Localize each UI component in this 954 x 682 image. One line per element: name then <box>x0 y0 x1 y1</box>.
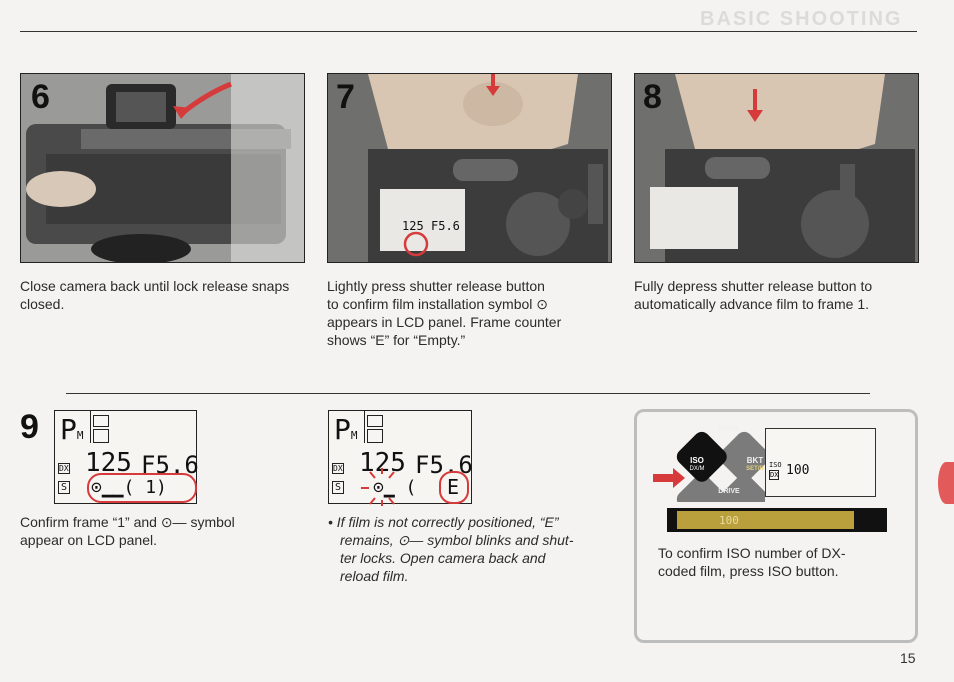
middle-rule <box>66 393 870 394</box>
viewfinder-strip: 100 <box>667 508 887 532</box>
lcd-divider <box>364 411 365 443</box>
viewfinder-display <box>677 511 854 529</box>
highlight-ring <box>87 473 197 503</box>
error-note: • If film is not correctly positioned, “… <box>328 513 618 585</box>
note-line: • If film is not correctly positioned, “… <box>328 514 559 530</box>
photo-step-6: 6 <box>20 73 305 263</box>
caption-step-8: Fully depress shutter release button to … <box>634 277 924 313</box>
shutter-press-illustration <box>328 74 611 262</box>
step-number-7: 7 <box>336 78 355 116</box>
chapter-tab <box>938 462 954 504</box>
iso-button-label: ISO <box>690 456 704 465</box>
bkt-button-sub: SET/R <box>746 466 764 472</box>
iso-button-sub: DX/M <box>689 466 705 472</box>
caption-line: Fully depress shutter release button to <box>634 278 873 294</box>
section-header: BASIC SHOOTING <box>700 8 903 30</box>
iso-lcd-panel: ISO DX 100 <box>765 428 876 497</box>
caption-step-6: Close camera back until lock release sna… <box>20 277 290 313</box>
step-number-9: 9 <box>20 408 39 446</box>
step-number-6: 6 <box>31 78 50 116</box>
lcd-mode: PM <box>60 413 84 446</box>
mode-button[interactable]: MODE <box>718 426 740 433</box>
lcd-s: S <box>58 481 71 494</box>
lcd-film-counter: ⊙▁ ( <box>373 477 417 498</box>
camera-back-illustration <box>21 74 304 262</box>
photo-step-8: 8 <box>634 73 919 263</box>
drive-button[interactable]: DRIVE <box>718 488 740 495</box>
page-number: 15 <box>900 650 916 666</box>
iso-panel: MODE ISO DX/M BKT SET/R DRIVE ISO DX 100… <box>634 409 918 643</box>
caption-line: to confirm film installation symbol ⊙ <box>327 296 549 312</box>
iso-button[interactable]: ISO DX/M <box>679 456 715 474</box>
lcd-panel-error: PM 125 F5.6 DX S ⊙▁ ( E <box>328 410 473 506</box>
note-line: reload film. <box>340 568 409 584</box>
iso-lcd-dx: DX <box>769 470 780 480</box>
step-number-8: 8 <box>643 78 662 116</box>
matrix-meter-icon <box>367 415 383 427</box>
lcd-dx: DX <box>332 463 344 474</box>
note-line: ter locks. Open camera back and <box>340 550 546 566</box>
caption-step-7: Lightly press shutter release button to … <box>327 277 607 349</box>
bkt-button[interactable]: BKT SET/R <box>737 456 773 474</box>
lcd-mode: PM <box>334 413 358 446</box>
caption-line: To confirm ISO number of DX- <box>658 545 846 561</box>
lcd-divider <box>90 411 91 443</box>
bkt-button-label: BKT <box>746 456 764 465</box>
top-rule <box>20 31 917 32</box>
lcd-s: S <box>332 481 345 494</box>
shutter-full-press-illustration <box>635 74 918 262</box>
caption-step-6-text: Close camera back until lock release sna… <box>20 278 290 312</box>
photo-step-7: 125 F5.6 7 <box>327 73 612 263</box>
small-lcd-shutter: 125 <box>402 219 424 233</box>
iso-lcd-label: ISO <box>769 461 782 469</box>
caption-line: shows “E” for “Empty.” <box>327 332 466 348</box>
caption-line: Confirm frame “1” and ⊙— symbol <box>20 514 235 530</box>
control-dial <box>653 431 765 502</box>
caption-step-9: Confirm frame “1” and ⊙— symbol appear o… <box>20 513 310 549</box>
iso-lcd-value: 100 <box>786 463 810 478</box>
lcd-panel-step-9: PM 125 F5.6 DX S ⊙▁▁( 1) <box>54 410 199 504</box>
caption-line: appears in LCD panel. Frame counter <box>327 314 562 330</box>
iso-caption: To confirm ISO number of DX- coded film,… <box>658 544 898 580</box>
lcd-film-counter: ⊙▁▁( 1) <box>91 477 167 498</box>
small-lcd-aperture: F5.6 <box>431 219 460 233</box>
focus-area-icon <box>367 429 383 443</box>
viewfinder-iso-value: 100 <box>719 514 739 527</box>
note-line: remains, ⊙— symbol blinks and shut- <box>340 532 574 548</box>
lcd-dx: DX <box>58 463 70 474</box>
focus-area-icon <box>93 429 109 443</box>
matrix-meter-icon <box>93 415 109 427</box>
blink-rays-icon <box>361 468 395 506</box>
caption-line: coded film, press ISO button. <box>658 563 839 579</box>
highlight-ring <box>439 471 469 504</box>
caption-line: Lightly press shutter release button <box>327 278 545 294</box>
caption-line: appear on LCD panel. <box>20 532 157 548</box>
caption-line: automatically advance film to frame 1. <box>634 296 869 312</box>
